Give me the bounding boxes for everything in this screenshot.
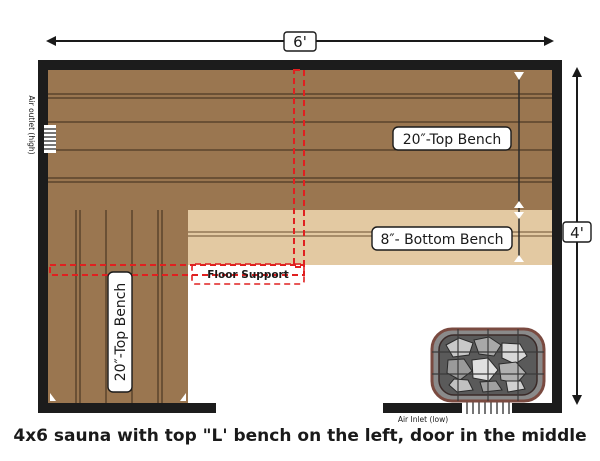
width-dimension: 6' bbox=[46, 31, 554, 52]
diagram-caption: 4x6 sauna with top "L' bench on the left… bbox=[13, 426, 587, 446]
air-outlet-label: Air outlet (high) bbox=[27, 95, 36, 154]
bench-support-posts bbox=[50, 72, 524, 401]
bottom-bench-label-box: 8″- Bottom Bench bbox=[371, 226, 513, 251]
width-label: 6' bbox=[293, 33, 307, 51]
air-inlet-label: Air Inlet (low) bbox=[398, 415, 448, 424]
floor-support-label: Floor Support bbox=[207, 269, 289, 281]
top-bench-upper-label: 20″-Top Bench bbox=[403, 132, 502, 148]
top-bench-left-label: 20″-Top Bench bbox=[113, 283, 129, 382]
bottom-bench-label: 8″- Bottom Bench bbox=[380, 232, 503, 248]
depth-label: 4' bbox=[570, 224, 584, 242]
sauna-heater-stones-icon bbox=[430, 327, 546, 403]
depth-dimension: 4' bbox=[562, 67, 592, 405]
top-bench-upper-label-box: 20″-Top Bench bbox=[392, 126, 512, 151]
top-bench-left-label-box: 20″-Top Bench bbox=[107, 271, 133, 393]
air-outlet-vent bbox=[44, 125, 56, 153]
air-inlet-vent bbox=[462, 402, 512, 414]
floor-support bbox=[49, 69, 305, 285]
